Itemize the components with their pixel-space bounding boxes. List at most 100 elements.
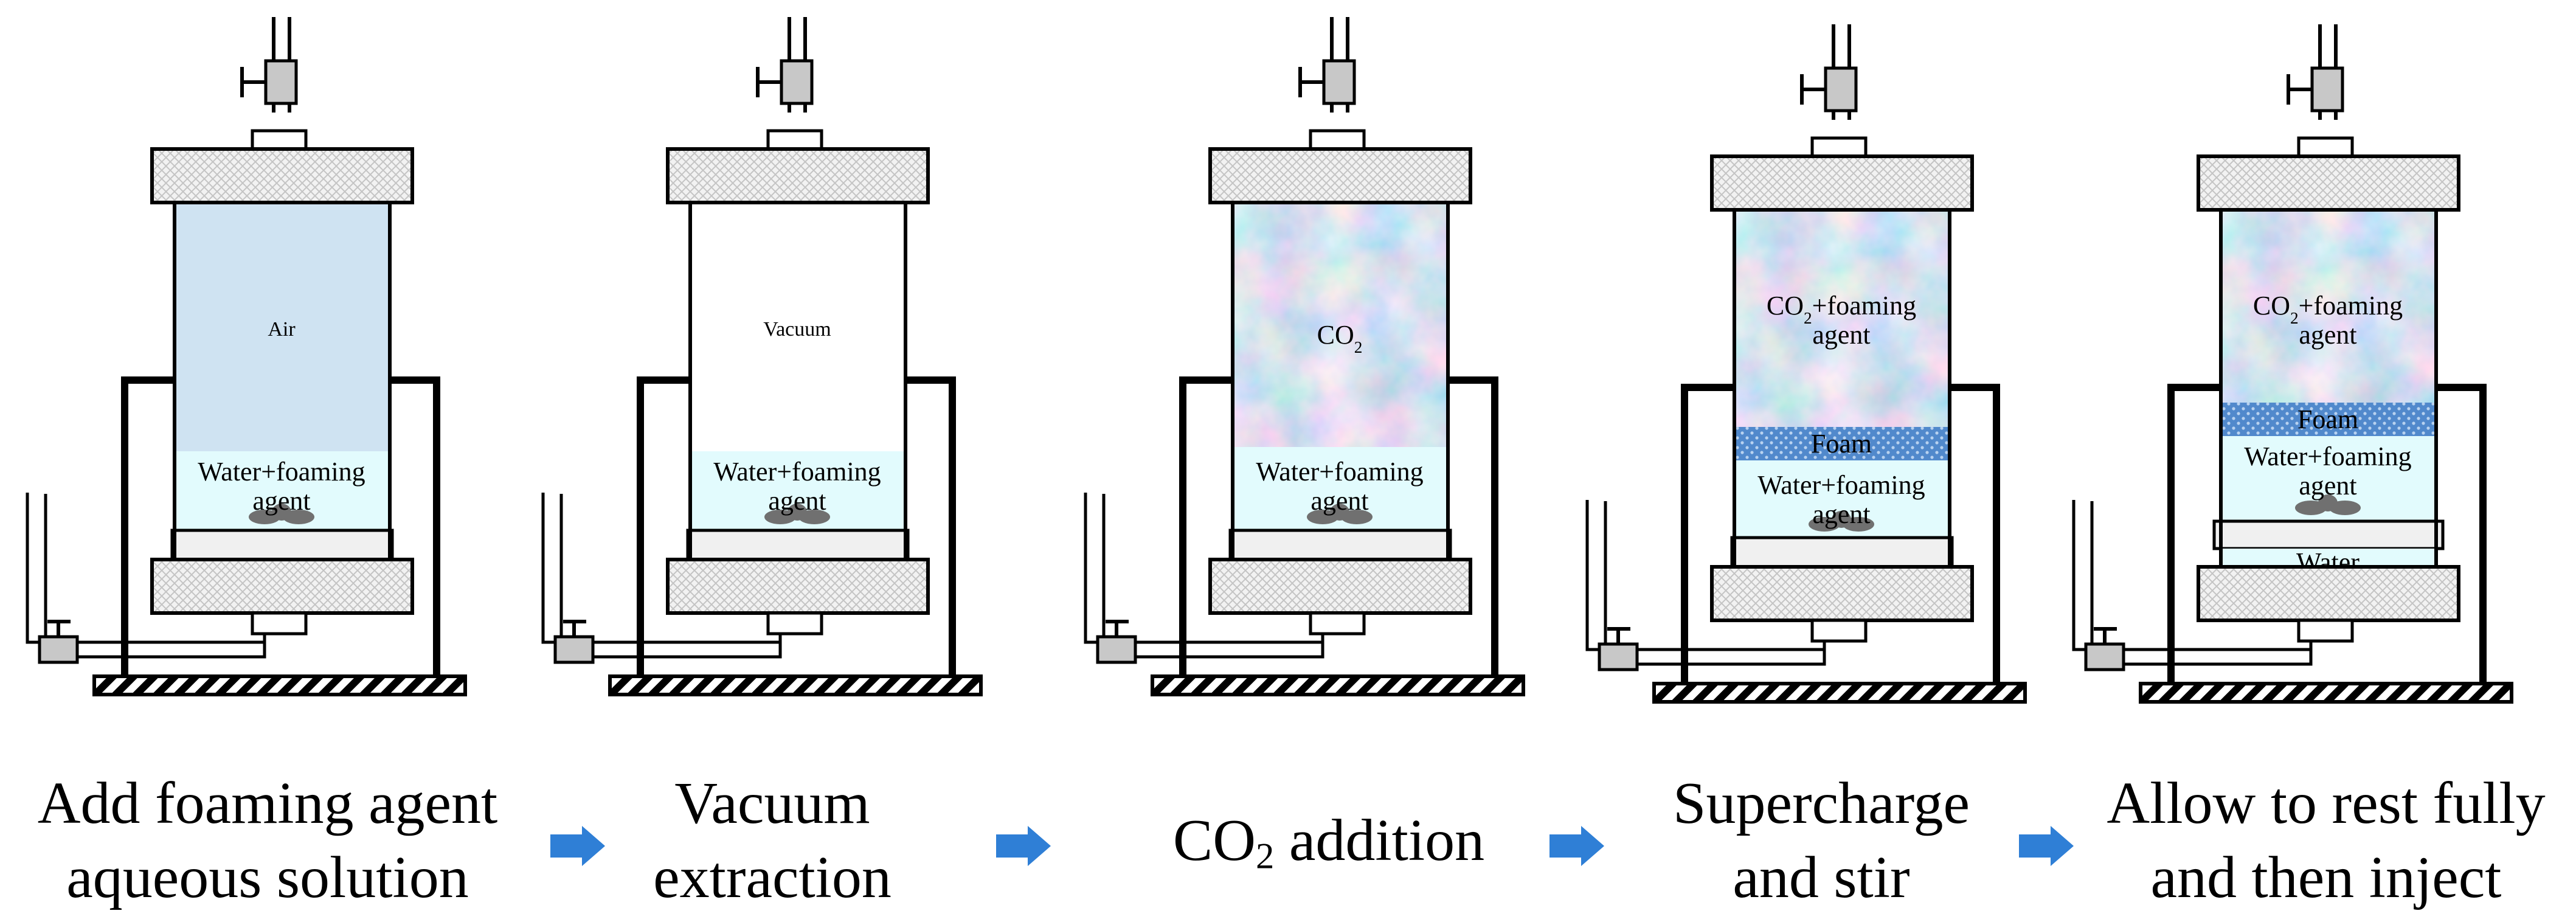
caption-line-2: and stir (1733, 845, 1910, 910)
liquid-label-line-2: agent (252, 486, 310, 516)
co2-prefix: CO (1317, 320, 1354, 350)
co2-label-line-2: agent (2299, 320, 2356, 350)
top-valve-icon (1824, 66, 1858, 113)
top-cap (1208, 147, 1472, 204)
caption-line-2: aqueous solution (66, 845, 469, 910)
outlet-valve-icon (1096, 635, 1137, 664)
chamber (1228, 203, 1452, 561)
base-plate (92, 674, 467, 696)
co2-subscript: 2 (1354, 338, 1363, 356)
base-plate (1151, 674, 1525, 696)
outlet-pipe (2072, 500, 2313, 666)
caption-co2-addition: CO2 addition (1055, 803, 1602, 878)
co2-gas-region (1233, 203, 1448, 447)
piston-plate (686, 529, 910, 561)
outlet-valve-icon (553, 635, 595, 664)
liquid-label-line-2: agent (2299, 471, 2356, 501)
liquid-label-line-1: Water+foaming (1256, 457, 1423, 487)
top-cap (1710, 154, 1974, 212)
outlet-pipe (1585, 500, 1826, 666)
arrow-right-icon (2019, 826, 2074, 866)
top-cap (666, 147, 930, 204)
caption-suffix: addition (1274, 808, 1485, 873)
top-valve-icon (2310, 66, 2344, 113)
liquid-label-line-1: Water+foaming (2244, 442, 2411, 471)
foam-layer (2221, 403, 2436, 436)
liquid-label-line-2: agent (1311, 486, 1368, 516)
co2-label-line-1: CO2+foaming (2253, 291, 2403, 327)
caption-vacuum-extraction: Vacuum extraction (499, 766, 1046, 915)
support-frame (1179, 376, 1498, 676)
co2-suffix: +foaming (2299, 291, 2403, 321)
caption-line-1: Allow to rest fully (2107, 771, 2546, 836)
piston-plate (1228, 529, 1452, 561)
co2-subscript: 2 (1256, 836, 1275, 877)
piston-plate (1730, 536, 1954, 569)
stirrer-icon (1832, 511, 1851, 528)
base-plate (608, 674, 983, 696)
caption-line-1: Vacuum (674, 771, 870, 836)
top-cap (150, 147, 414, 204)
chamber-label: Air (268, 318, 296, 341)
outlet-valve-icon (1598, 642, 1639, 671)
bottom-connector (2297, 619, 2354, 643)
stirrer-icon (1330, 504, 1349, 521)
caption-rest-inject: Allow to rest fully and then inject (2052, 766, 2576, 915)
support-frame (1681, 384, 2000, 684)
foam-label: Foam (1811, 429, 1872, 459)
bottom-cap (1710, 565, 1974, 622)
support-frame (637, 376, 956, 676)
outlet-pipe (26, 493, 266, 659)
liquid-label-line-1: Water+foaming (198, 457, 365, 487)
co2-subscript: 2 (1804, 309, 1812, 327)
liquid-label-line-2: agent (768, 486, 826, 516)
support-frame (2167, 384, 2487, 684)
top-valve-icon (1322, 59, 1356, 105)
air-region (175, 203, 390, 451)
bottom-connector (1810, 619, 1868, 643)
support-frame (121, 376, 440, 676)
co2-gas-region (1734, 210, 1950, 427)
piston-plate (170, 529, 394, 561)
piston-plate (2212, 519, 2445, 550)
caption-line-1: Supercharge (1673, 771, 1970, 836)
liquid-label-line-1: Water+foaming (713, 457, 881, 487)
caption-line-1: CO2 addition (1055, 803, 1602, 878)
chamber: Foam (1730, 210, 1954, 569)
vacuum-region (690, 203, 905, 451)
base-plate (2139, 682, 2513, 704)
outlet-valve-icon (2084, 642, 2125, 671)
outlet-valve-icon (38, 635, 79, 664)
caption-line-2: and then inject (2150, 845, 2502, 910)
top-valve-icon (780, 59, 814, 105)
arrow-right-icon (996, 826, 1051, 866)
foam-label: Foam (2297, 404, 2358, 434)
caption-add-foaming-agent: Add foaming agent aqueous solution (0, 766, 541, 915)
foam-layer (1734, 427, 1950, 460)
chamber (170, 203, 394, 561)
caption-line-2: extraction (653, 845, 892, 910)
top-cap (2197, 154, 2460, 212)
caption-supercharge-stir: Supercharge and stir (1548, 766, 2095, 915)
co2-label-line-2: agent (1812, 320, 1870, 350)
liquid-label-line-2: agent (1812, 499, 1870, 529)
chamber-label: Vacuum (763, 318, 831, 341)
co2-prefix: CO (1172, 808, 1256, 873)
co2-gas-region (2221, 210, 2436, 403)
base-plate (1652, 682, 2027, 704)
co2-suffix: +foaming (1812, 291, 1916, 321)
bottom-connector (766, 611, 823, 636)
co2-label-line-1: CO2+foaming (1767, 291, 1916, 327)
arrow-right-icon (1549, 826, 1604, 866)
vessel-stage-5: FoamWaterCO2+foamingagentWater+foamingag… (2072, 24, 2513, 704)
bottom-cap (666, 558, 930, 615)
stirrer-icon (272, 504, 291, 521)
co2-subscript: 2 (2290, 309, 2299, 327)
stirrer-icon (2318, 494, 2338, 511)
co2-label-line-1: CO2 (1317, 320, 1363, 356)
